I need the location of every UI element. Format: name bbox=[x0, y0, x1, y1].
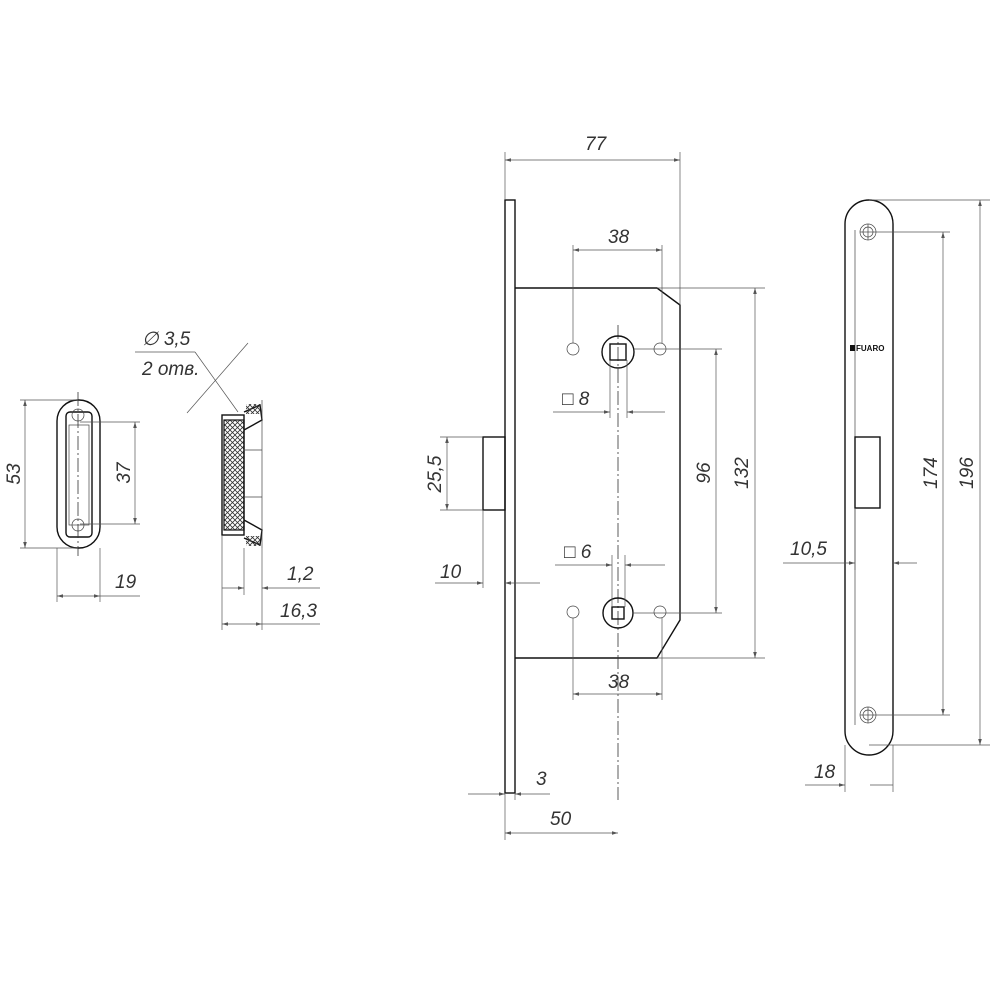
dim-3: 3 bbox=[536, 769, 547, 790]
dim-18: 18 bbox=[814, 762, 836, 783]
strike-plate-side-view: ∅ 3,5 2 отв. 1,2 16,3 bbox=[135, 329, 320, 630]
dim-50: 50 bbox=[550, 809, 572, 830]
dim-10-5: 10,5 bbox=[790, 539, 827, 560]
dim-25-5: 25,5 bbox=[425, 455, 446, 493]
dim-hole-diameter: ∅ 3,5 bbox=[142, 329, 191, 350]
dim-square-6: □ 6 bbox=[564, 542, 592, 563]
dim-96: 96 bbox=[694, 462, 715, 484]
dim-77: 77 bbox=[585, 134, 608, 155]
dim-10: 10 bbox=[440, 562, 462, 583]
dim-38-top: 38 bbox=[608, 227, 630, 248]
dim-196: 196 bbox=[957, 457, 978, 489]
dim-19: 19 bbox=[115, 572, 137, 593]
dim-hole-count: 2 отв. bbox=[141, 359, 199, 380]
dim-38-bottom: 38 bbox=[608, 672, 630, 693]
faceplate-view: FUARO 196 174 10,5 18 bbox=[783, 199, 990, 792]
strike-plate-front-view: 53 37 19 bbox=[4, 392, 140, 602]
dim-53: 53 bbox=[4, 463, 25, 485]
dim-16-3: 16,3 bbox=[280, 601, 317, 622]
lock-body-view: 77 38 38 132 96 □ 8 □ 6 25,5 10 3 50 bbox=[425, 134, 765, 840]
dim-1-2: 1,2 bbox=[287, 564, 314, 585]
dim-174: 174 bbox=[921, 457, 942, 489]
brand-logo: FUARO bbox=[856, 344, 884, 353]
dim-37: 37 bbox=[114, 461, 135, 484]
dim-square-8: □ 8 bbox=[562, 389, 590, 410]
dim-132: 132 bbox=[732, 457, 753, 489]
